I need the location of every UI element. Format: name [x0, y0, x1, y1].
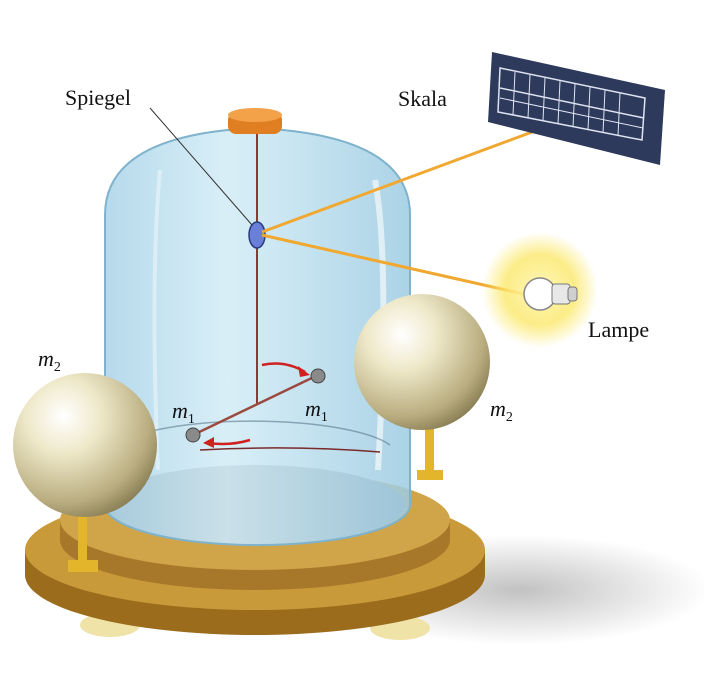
- small-mass-right: [310, 368, 326, 384]
- small-mass-left: [185, 427, 201, 443]
- left-sphere-stand: [78, 505, 87, 565]
- scale-panel: [488, 52, 665, 165]
- label-m2-left: m2: [38, 346, 61, 375]
- mirror-leader-line: [149, 107, 253, 226]
- label-m1-left: m1: [172, 398, 195, 427]
- torsion-rod: [192, 373, 319, 437]
- large-mass-left: [13, 373, 157, 517]
- lamp: [482, 232, 598, 348]
- right-sphere-stand: [425, 420, 434, 480]
- label-m2-right: m2: [490, 396, 513, 425]
- label-lamp: Lampe: [588, 317, 649, 342]
- suspension-knob: [228, 108, 282, 134]
- rotation-arrows: [199, 362, 381, 453]
- label-mirror: Spiegel: [65, 85, 131, 110]
- label-m1-right: m1: [305, 396, 328, 425]
- label-scale: Skala: [398, 86, 447, 111]
- reflected-beam: [261, 113, 579, 234]
- large-mass-right: [354, 294, 490, 430]
